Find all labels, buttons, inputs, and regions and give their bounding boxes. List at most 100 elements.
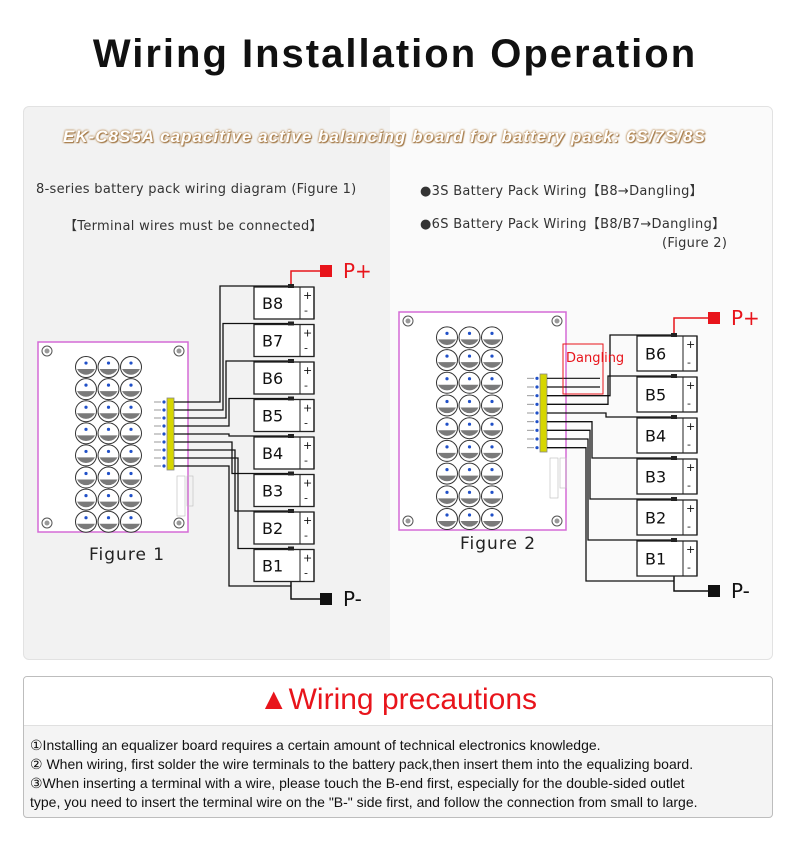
pin-marker: [162, 448, 166, 452]
page-title: Wiring Installation Operation: [92, 32, 698, 76]
capacitor-shade: [438, 430, 456, 436]
product-subtitle: EK-C8S5A capacitive active balancing boa…: [63, 127, 706, 146]
battery-minus-label: -: [304, 492, 308, 505]
capacitor-dot: [445, 422, 449, 426]
battery-plus-label: +: [303, 402, 312, 415]
capacitor-dot: [129, 516, 133, 520]
battery-minus-label: -: [304, 454, 308, 467]
capacitor-shade: [122, 369, 140, 375]
capacitor-dot: [467, 490, 472, 494]
capacitor-shade: [483, 475, 501, 482]
capacitor-shade: [483, 339, 501, 345]
capacitor-dot: [445, 490, 449, 494]
silkscreen-block: [559, 457, 567, 489]
silkscreen-block: [176, 475, 186, 517]
capacitor-dot: [467, 331, 472, 335]
capacitor-shade: [122, 391, 140, 397]
figure2-battery-stack: +-B6+-B5+-B4+-B3+-B2+-B1: [636, 333, 698, 577]
battery-cell: [636, 417, 698, 454]
dangling-highlight-box: [562, 343, 604, 395]
battery-cap: [288, 546, 294, 551]
battery-cell-label: B1: [262, 557, 283, 576]
capacitor-shade: [77, 523, 95, 530]
battery-minus-label: -: [304, 342, 308, 355]
capacitor-dot: [106, 516, 111, 520]
capacitor-shade: [122, 479, 140, 486]
pin-marker: [162, 400, 166, 404]
negative-lead: [673, 576, 708, 592]
battery-wire: [174, 433, 291, 437]
figure2-label: Figure 2: [460, 534, 537, 554]
capacitor-dot: [84, 471, 88, 476]
capacitor-dot: [106, 361, 111, 365]
pin-marker: [535, 411, 539, 415]
battery-wire: [174, 360, 291, 419]
capacitor-shade: [438, 452, 456, 459]
capacitor-dot: [445, 513, 449, 517]
capacitor-shade: [438, 362, 456, 368]
board-connector: [539, 373, 548, 453]
pin-marker: [162, 440, 166, 444]
capacitor-dot: [467, 468, 472, 472]
terminal-wires-note: 【Terminal wires must be connected】: [64, 219, 323, 234]
battery-cap: [288, 284, 294, 288]
capacitor-dot: [445, 331, 449, 335]
mounting-hole-center: [176, 520, 182, 526]
pin-marker: [162, 408, 166, 412]
pin-marker: [535, 437, 539, 441]
capacitor-shade: [438, 339, 456, 345]
capacitor-shade: [483, 362, 501, 368]
silkscreen-block: [186, 475, 194, 507]
positive-lead: [290, 270, 320, 286]
battery-plus-label: +: [303, 364, 312, 377]
battery-cell-label: B6: [262, 369, 283, 388]
mounting-hole: [173, 517, 185, 529]
capacitor-dot: [106, 471, 111, 476]
battery-wire: [547, 438, 674, 541]
pin-marker: [535, 402, 539, 406]
pin-marker: [162, 432, 166, 436]
capacitor-dot: [106, 405, 111, 409]
capacitor-shade: [460, 452, 479, 459]
capacitor-shade: [122, 435, 140, 441]
capacitor-dot: [445, 445, 449, 449]
battery-cell: [253, 361, 315, 395]
battery-minus-label: -: [687, 356, 691, 369]
battery-cap: [288, 434, 294, 438]
figure1-wires: [174, 270, 320, 600]
capacitor-shade: [99, 479, 118, 486]
mounting-hole: [551, 315, 563, 327]
capacitor-dot: [129, 494, 133, 498]
battery-cell-label: B5: [262, 407, 283, 426]
capacitor-dot: [490, 331, 494, 335]
negative-terminal-label: P-: [731, 579, 750, 603]
battery-plus-label: +: [686, 502, 695, 515]
positive-terminal-label: P+: [731, 306, 760, 330]
precautions-title: ▲Wiring precautions: [258, 683, 538, 716]
battery-cell: [253, 286, 315, 320]
battery-wire: [174, 397, 291, 427]
battery-cell: [253, 323, 315, 358]
capacitor-shade: [122, 501, 140, 508]
mounting-hole: [402, 315, 414, 327]
battery-minus-label: -: [687, 561, 691, 574]
capacitor-shade: [483, 452, 501, 459]
mounting-hole: [402, 515, 414, 527]
battery-wire: [547, 429, 674, 500]
capacitor-dot: [490, 354, 494, 358]
capacitor-dot: [84, 405, 88, 409]
precautions-header: ▲Wiring precautions: [24, 677, 772, 726]
battery-wire: [547, 421, 674, 459]
battery-minus-label: -: [304, 379, 308, 392]
battery-cell-label: B2: [262, 519, 283, 538]
capacitor-shade: [77, 391, 95, 397]
battery-cell-label: B3: [645, 468, 666, 487]
silkscreen-block: [549, 457, 559, 499]
capacitor-shade: [438, 407, 456, 414]
pin-marker: [535, 394, 539, 398]
pin-marker: [162, 456, 166, 460]
battery-cell-label: B1: [645, 550, 666, 569]
capacitor-shade: [122, 413, 140, 419]
capacitor-dot: [106, 427, 111, 431]
positive-terminal-marker: [708, 312, 720, 324]
